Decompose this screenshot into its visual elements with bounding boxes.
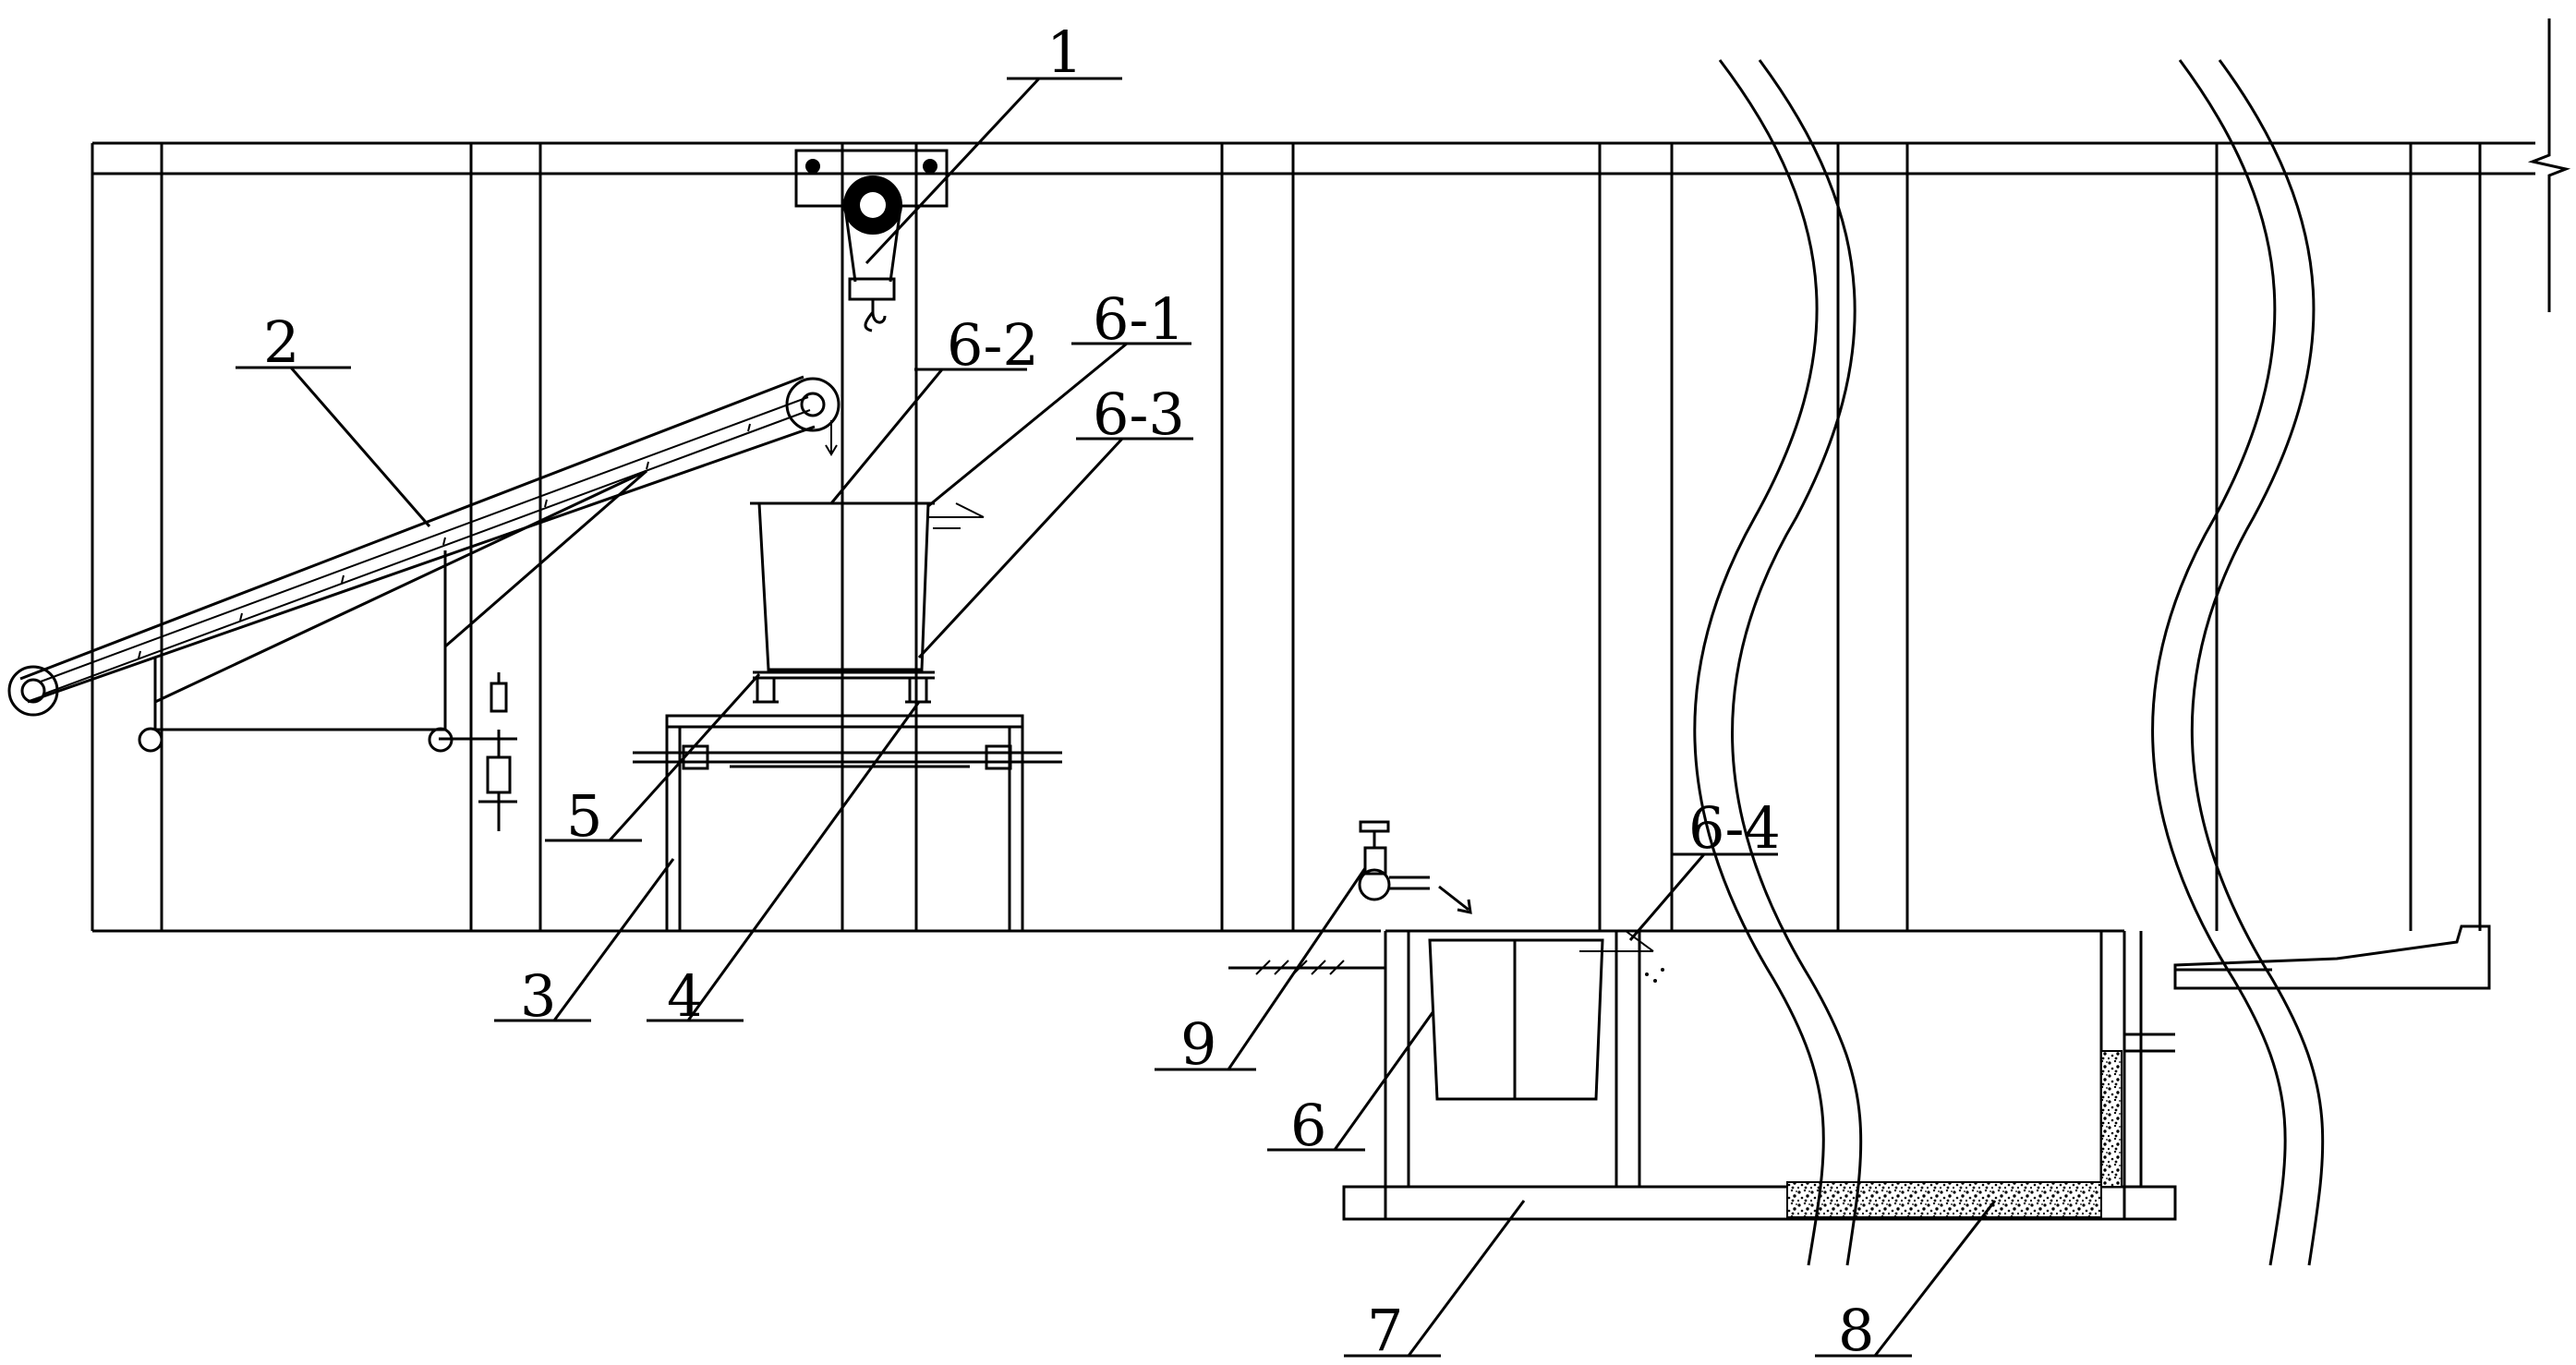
belt-conveyor [7,375,841,753]
label-6: 6 [1290,1092,1326,1159]
label-6-3: 6-3 [1093,381,1185,448]
break-mark [2527,18,2571,312]
break-lines [1693,59,2325,1266]
building-frame [91,18,2571,933]
label-6-4: 6-4 [1688,794,1781,862]
label-5: 5 [566,782,602,850]
label-6-2: 6-2 [947,311,1039,379]
label-8: 8 [1838,1297,1874,1364]
overhead-hoist [794,149,949,931]
pit-structure [1228,924,2491,1221]
label-2: 2 [263,308,299,376]
upper-mold [750,501,985,704]
label-1: 1 [1046,18,1082,86]
label-4: 4 [667,962,703,1030]
labels: 1 2 6-2 6-1 6-3 5 3 4 9 6 6-4 7 8 [263,18,1874,1364]
label-7: 7 [1367,1297,1403,1364]
work-table [633,714,1062,931]
leader-lines [236,77,1997,1358]
label-6-1: 6-1 [1093,285,1185,353]
label-3: 3 [520,962,556,1030]
valve [1358,820,1472,914]
lower-mold [1428,930,1664,1101]
label-9: 9 [1180,1010,1216,1078]
clamp-fixtures [439,672,517,831]
